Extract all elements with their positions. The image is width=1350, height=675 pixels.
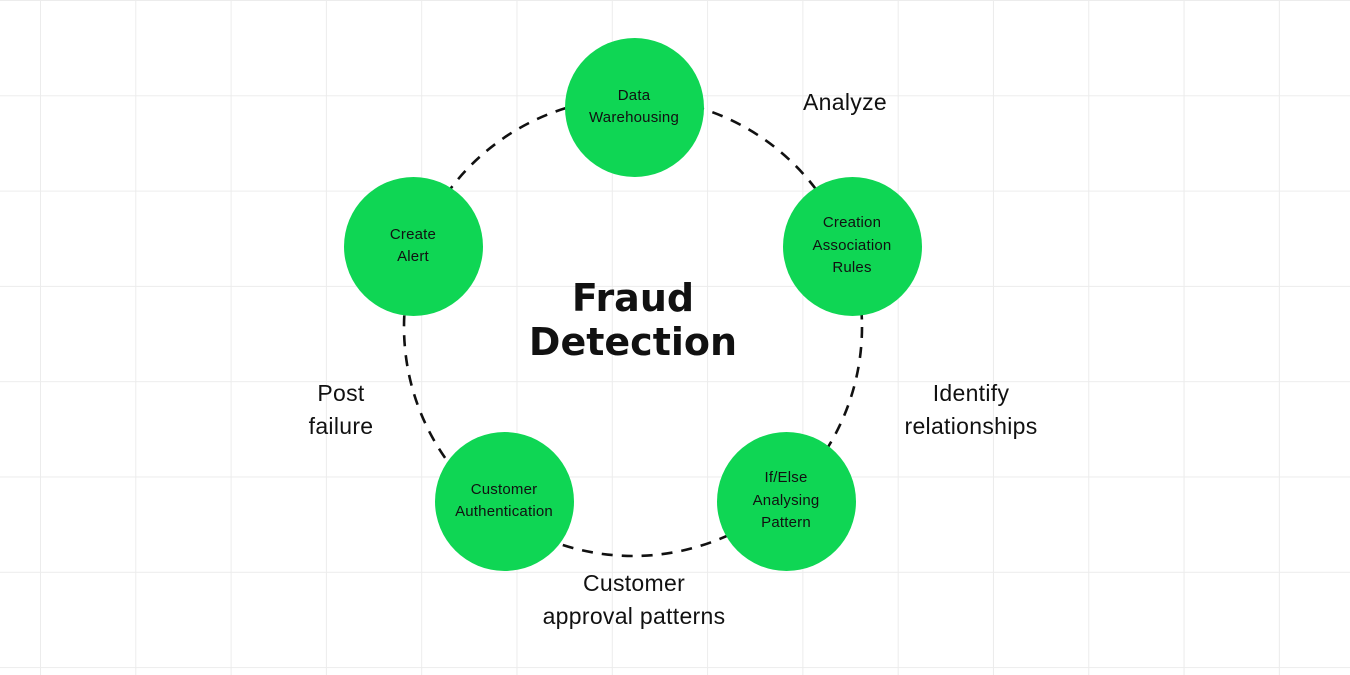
edge-label-identify-relationships: Identify relationships bbox=[904, 380, 1038, 439]
node-create-alert: Create Alert bbox=[343, 176, 483, 316]
node-data-warehousing: Data Warehousing bbox=[564, 37, 704, 177]
node-label: If/Else Analysing Pattern bbox=[752, 469, 820, 532]
dashed-cycle-path bbox=[402, 96, 864, 558]
edge-label-post-failure: Post failure bbox=[308, 380, 374, 439]
node-customer-authentication: Customer Authentication bbox=[434, 431, 574, 571]
edge-label-analyze: Analyze bbox=[803, 89, 887, 115]
node-label: Data Warehousing bbox=[588, 86, 680, 127]
node-label: Customer Authentication bbox=[455, 480, 553, 521]
node-label: Create Alert bbox=[389, 225, 437, 266]
edge-label-customer-approval-patterns: Customer approval patterns bbox=[542, 570, 726, 629]
node-label: Creation Association Rules bbox=[812, 214, 892, 277]
node-creation-association-rules: Creation Association Rules bbox=[782, 176, 922, 316]
node-if-else-analysing-pattern: If/Else Analysing Pattern bbox=[716, 431, 856, 571]
diagram-title: Fraud Detection bbox=[528, 276, 738, 364]
